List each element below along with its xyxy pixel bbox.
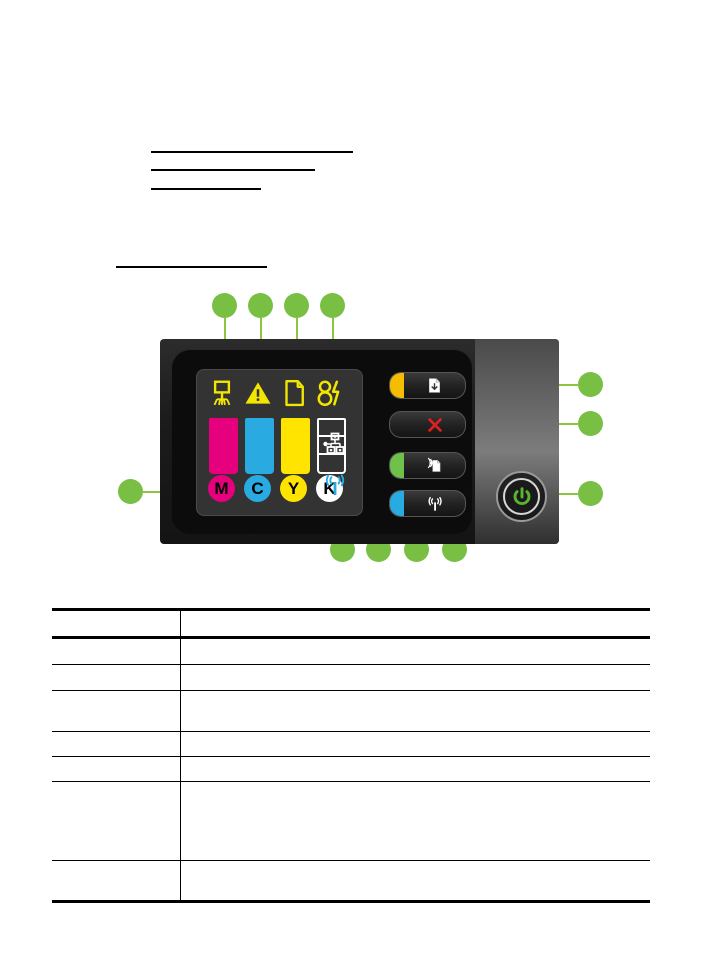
ink-magenta-gauge [209, 418, 238, 474]
row-2-description-cell [186, 669, 644, 689]
ink-magenta-segment [211, 454, 236, 472]
callout-1-marker [212, 293, 237, 318]
ink-black-segment [319, 455, 344, 472]
copy-button-led [390, 453, 404, 478]
row-header-label-cell [56, 613, 174, 635]
resume-button[interactable] [389, 372, 466, 399]
callout-5-marker [118, 479, 143, 504]
row-4-label-cell [56, 736, 174, 755]
row-3-description-cell [186, 695, 644, 730]
copy-button[interactable] [389, 452, 466, 479]
row-6-label-cell [56, 786, 174, 859]
table-column-divider [180, 608, 181, 900]
ink-cyan-gauge [245, 418, 274, 474]
section-title [116, 266, 267, 268]
callout-7-marker [578, 411, 603, 436]
ink-magenta-segment [211, 437, 236, 455]
row-4-description-cell [186, 736, 644, 755]
callout-8-leader [540, 493, 578, 495]
callout-6-marker [578, 372, 603, 397]
row-6-description-cell [186, 786, 644, 859]
paper-icon [279, 378, 309, 408]
heading-2 [151, 169, 315, 171]
page-resume-icon [404, 373, 465, 398]
heading-3 [151, 188, 261, 190]
callout-3-marker [284, 293, 309, 318]
row-2-rule [52, 664, 650, 665]
paper-jam-icon [315, 378, 345, 408]
ink-yellow-gauge [281, 418, 310, 474]
ink-magenta-segment [211, 420, 236, 438]
row-1-rule [52, 636, 650, 639]
wireless-signal-icon [404, 491, 465, 516]
wireless-button[interactable] [389, 490, 466, 517]
ink-yellow-label: Y [280, 475, 307, 502]
heading-1 [151, 151, 353, 153]
control-panel-legend-table [52, 608, 650, 903]
ink-cyan-segment [247, 437, 272, 455]
cancel-button-led [390, 412, 404, 437]
power-button[interactable] [496, 471, 547, 522]
row-4-rule [52, 731, 650, 732]
printhead-icon [207, 378, 237, 408]
row-header-description-cell [186, 613, 644, 635]
ink-yellow-segment [283, 454, 308, 472]
ink-yellow-segment [283, 420, 308, 438]
row-7-rule [52, 860, 650, 861]
callout-8-marker [578, 481, 603, 506]
ink-cyan-segment [247, 420, 272, 438]
row-5-label-cell [56, 761, 174, 780]
power-symbol-icon [513, 486, 530, 505]
ink-cyan-segment [247, 454, 272, 472]
row-header-rule [52, 608, 650, 611]
copy-pages-icon [404, 453, 465, 478]
status-icon-row [197, 376, 362, 410]
row-3-rule [52, 690, 650, 691]
row-1-label-cell [56, 641, 174, 663]
cancel-x-icon [404, 412, 465, 437]
row-5-description-cell [186, 761, 644, 780]
row-1-description-cell [186, 641, 644, 663]
attention-warning-icon [243, 378, 273, 408]
ethernet-network-icon [323, 432, 347, 456]
resume-button-led [390, 373, 404, 398]
row-5-rule [52, 756, 650, 757]
row-2-label-cell [56, 669, 174, 689]
callout-4-marker [320, 293, 345, 318]
table-bottom-rule [52, 900, 650, 903]
row-6-rule [52, 781, 650, 782]
ink-magenta-label: M [208, 475, 235, 502]
row-7-description-cell [186, 865, 644, 899]
power-button-ring [503, 478, 540, 515]
wireless-button-led [390, 491, 404, 516]
ink-cyan-label: C [244, 475, 271, 502]
callout-2-marker [248, 293, 273, 318]
row-7-label-cell [56, 865, 174, 899]
row-3-label-cell [56, 695, 174, 730]
ink-yellow-segment [283, 437, 308, 455]
wireless-status-icon [321, 471, 349, 499]
cancel-button[interactable] [389, 411, 466, 438]
